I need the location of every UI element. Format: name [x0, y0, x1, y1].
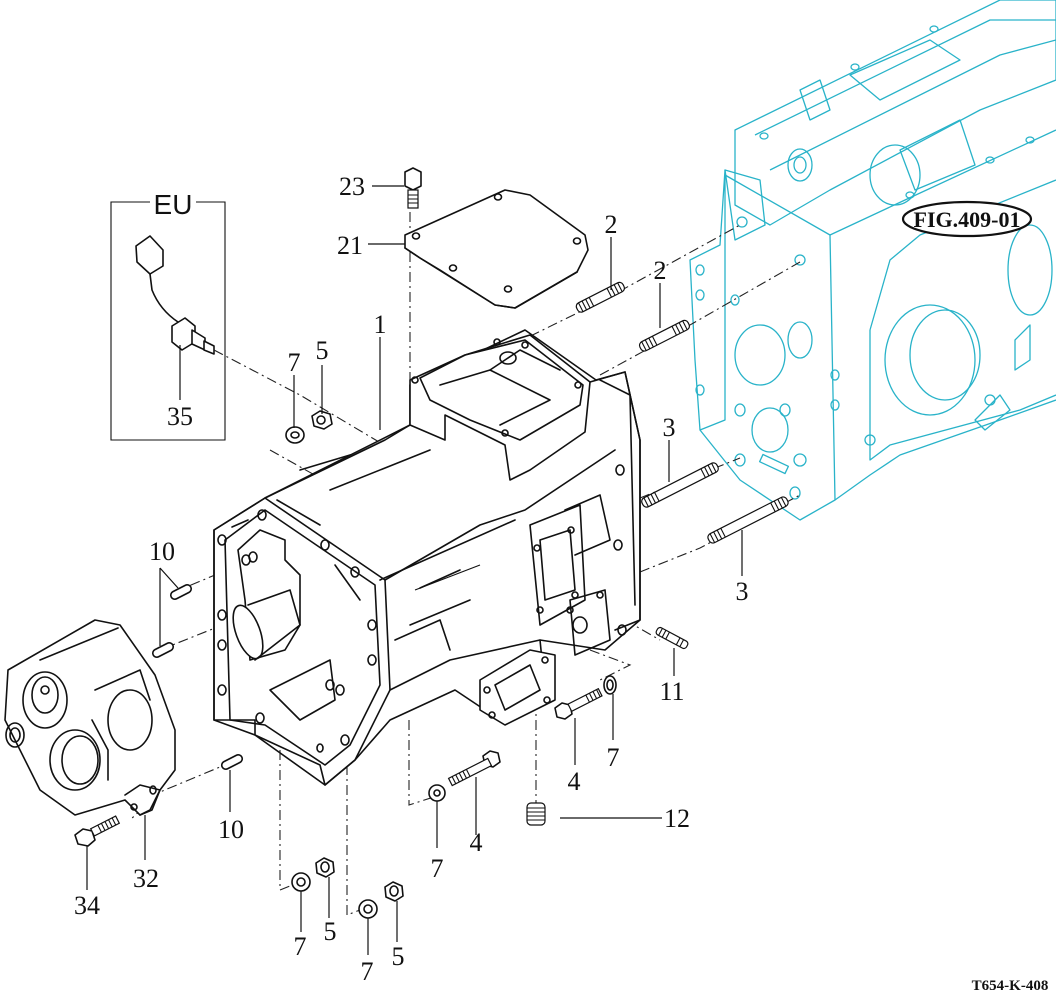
- stud-part-2: [575, 281, 626, 313]
- figure-reference-link[interactable]: FIG.409-01: [901, 200, 1033, 238]
- callout-34[interactable]: 34: [74, 891, 100, 920]
- reference-housing: [689, 0, 1056, 521]
- dowel-pin-part-10: [169, 584, 193, 600]
- washer-part-7: [358, 899, 378, 919]
- callout-5[interactable]: 5: [392, 942, 405, 971]
- callout-3[interactable]: 3: [663, 413, 676, 442]
- figure-reference-label: FIG.409-01: [914, 207, 1021, 232]
- callout-11[interactable]: 11: [659, 677, 684, 706]
- callout-4[interactable]: 4: [470, 828, 483, 857]
- callout-2[interactable]: 2: [654, 256, 667, 285]
- callouts: 1 23 21 2 2 3 3 11 12 7 5 35 10 10 32 34…: [74, 172, 749, 986]
- callout-3[interactable]: 3: [736, 577, 749, 606]
- callout-1[interactable]: 1: [374, 310, 387, 339]
- callout-23[interactable]: 23: [339, 172, 365, 201]
- eu-inset-label: EU: [154, 189, 193, 220]
- sensor-switch-part-35: [135, 235, 215, 355]
- leader-lines: [86, 185, 743, 955]
- callout-7[interactable]: 7: [288, 348, 301, 377]
- callout-7[interactable]: 7: [294, 932, 307, 961]
- bolt-part-34: [74, 815, 121, 847]
- bolt-part-4: [447, 750, 501, 787]
- stud-part-3: [641, 462, 719, 508]
- washer-part-7: [285, 426, 305, 444]
- eu-inset: EU: [110, 189, 226, 441]
- callout-4[interactable]: 4: [568, 767, 581, 796]
- nut-part-5: [384, 881, 404, 902]
- callout-7[interactable]: 7: [431, 854, 444, 883]
- dowel-pin-part-10: [151, 642, 175, 658]
- callout-7[interactable]: 7: [361, 957, 374, 986]
- callout-32[interactable]: 32: [133, 864, 159, 893]
- callout-5[interactable]: 5: [316, 336, 329, 365]
- callout-10[interactable]: 10: [218, 815, 244, 844]
- washer-part-7: [428, 784, 446, 802]
- bolt-part-23: [404, 167, 422, 209]
- plug-part-12: [526, 802, 546, 826]
- callout-5[interactable]: 5: [324, 917, 337, 946]
- washer-part-7: [291, 872, 311, 892]
- top-cover-part-21: [404, 189, 589, 309]
- dowel-pin-part-10: [220, 754, 244, 770]
- callout-10[interactable]: 10: [149, 537, 175, 566]
- transmission-case-part-1: [213, 329, 641, 786]
- document-id: T654-K-408: [972, 978, 1049, 994]
- front-housing-part-32: [4, 619, 176, 816]
- callout-2[interactable]: 2: [605, 210, 618, 239]
- callout-35[interactable]: 35: [167, 402, 193, 431]
- washer-part-7: [603, 675, 617, 695]
- callout-21[interactable]: 21: [337, 231, 363, 260]
- callout-7[interactable]: 7: [607, 743, 620, 772]
- callout-12[interactable]: 12: [664, 804, 690, 833]
- nut-part-5: [315, 857, 335, 878]
- bolt-part-4: [554, 687, 603, 720]
- stud-part-3: [707, 496, 789, 544]
- nut-part-5: [311, 410, 333, 430]
- stud-part-11: [655, 626, 689, 650]
- stud-part-2: [638, 319, 691, 352]
